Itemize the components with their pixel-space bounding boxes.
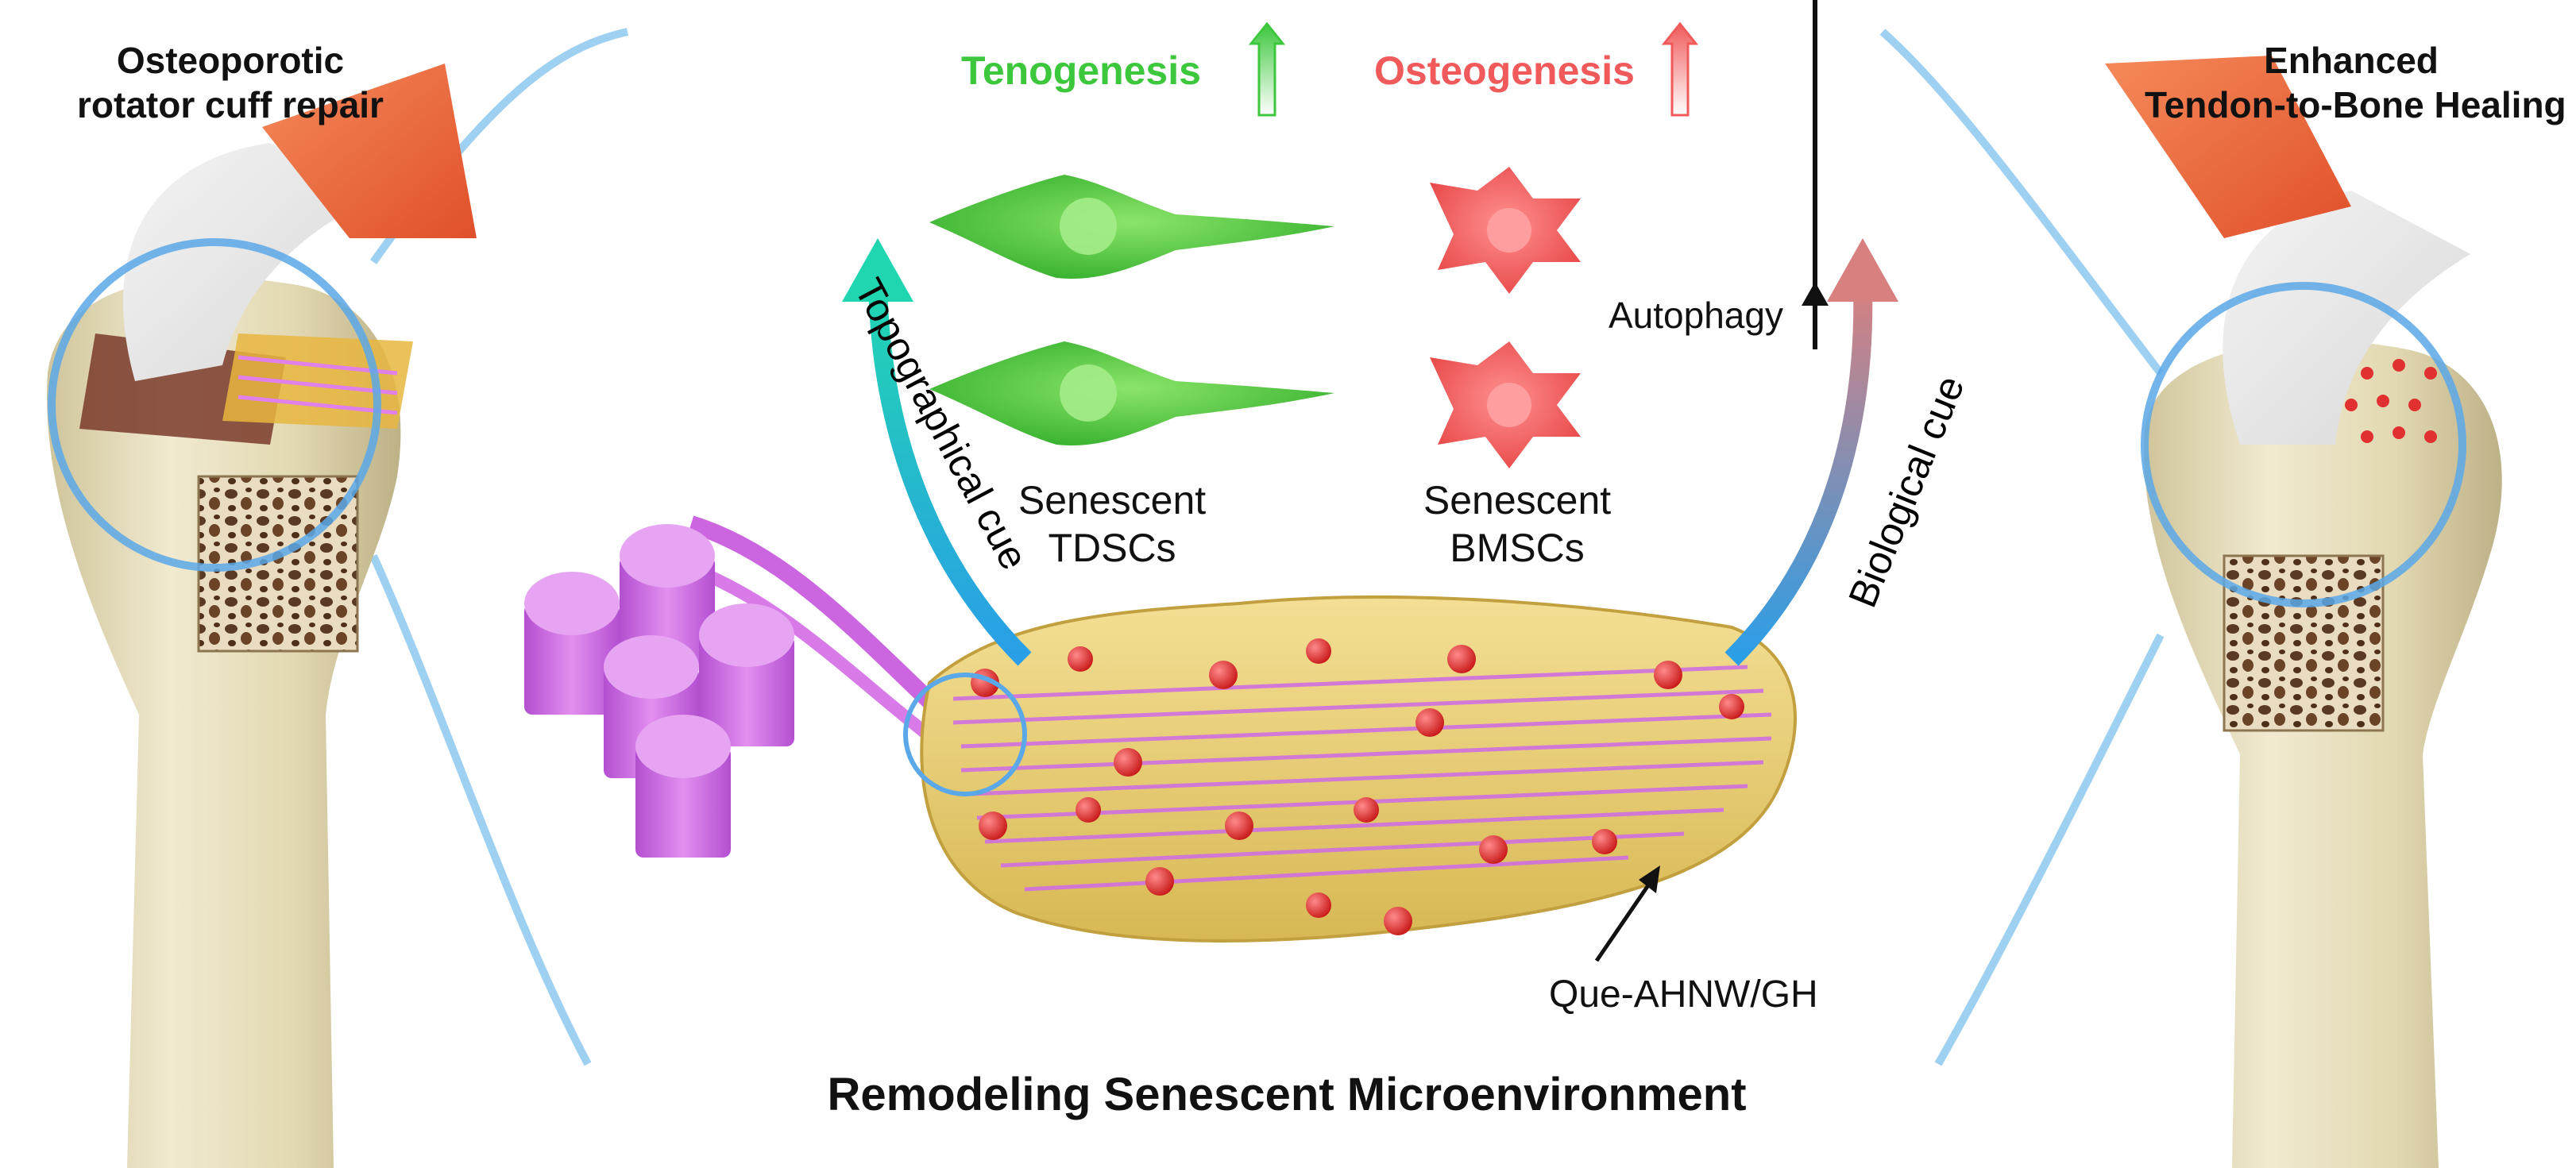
osteogenesis-up-arrow	[1661, 21, 1699, 117]
scaffold-label: Que-AHNW/GH	[1549, 973, 1818, 1016]
autophagy-label: Autophagy	[1609, 295, 1783, 336]
autophagy-up-arrow	[1802, 0, 1829, 349]
bmsc-label: Senescent BMSCs	[1406, 476, 1628, 572]
tdsc-cells	[929, 175, 1334, 445]
bottom-title: Remodeling Senescent Microenvironment	[827, 1069, 1747, 1120]
tdsc-label-line1: Senescent	[1018, 478, 1207, 522]
tdsc-label-line2: TDSCs	[1048, 526, 1176, 570]
right-title-line2: Tendon-to-Bone Healing	[2145, 84, 2566, 125]
biological-cue-arrow	[1724, 238, 1898, 666]
right-humerus	[2105, 56, 2502, 1168]
connector-curves	[369, 28, 2165, 1066]
bmsc-label-line2: BMSCs	[1450, 526, 1585, 570]
scaffold-pointer-arrow	[1594, 865, 1660, 962]
left-title-line1: Osteoporotic	[116, 40, 345, 81]
left-title-line2: rotator cuff repair	[77, 84, 384, 125]
left-panel-title: Osteoporotic rotator cuff repair	[64, 38, 397, 127]
topographical-cue-arrow	[842, 238, 1032, 666]
tenogenesis-up-arrow	[1248, 21, 1286, 117]
tenogenesis-label: Tenogenesis	[961, 48, 1201, 93]
scaffold-dots	[2345, 359, 2437, 443]
right-panel-title: Enhanced Tendon-to-Bone Healing	[2145, 38, 2566, 127]
scaffold	[903, 595, 1797, 942]
nanowire-bundle	[524, 515, 967, 858]
right-title-line1: Enhanced	[2264, 40, 2439, 81]
osteogenesis-label: Osteogenesis	[1374, 48, 1635, 93]
bmsc-label-line1: Senescent	[1423, 478, 1612, 522]
left-humerus	[47, 64, 477, 1168]
tdsc-label: Senescent TDSCs	[1001, 476, 1223, 572]
bmsc-cells	[1430, 167, 1581, 468]
